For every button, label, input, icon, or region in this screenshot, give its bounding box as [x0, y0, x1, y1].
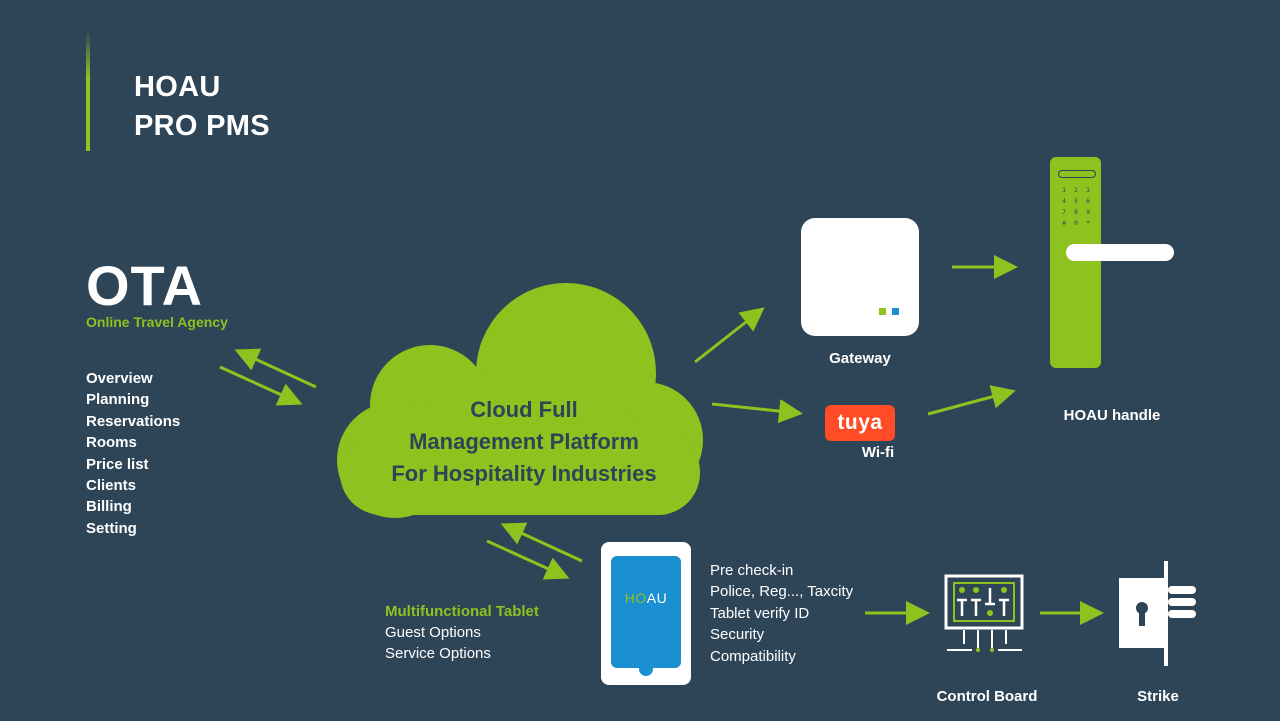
arrow-cloud-to-tuya	[711, 399, 803, 424]
key-star: *	[1086, 220, 1090, 227]
handle-lever	[1066, 244, 1174, 261]
ota-item-overview: Overview	[86, 370, 153, 387]
cloud-shape	[337, 283, 703, 518]
key-6: 6	[1086, 198, 1090, 205]
key-7: 7	[1062, 209, 1066, 216]
arrow-tuya-to-handle	[927, 385, 1016, 416]
ota-item-clients: Clients	[86, 477, 137, 495]
key-2: 2	[1074, 187, 1078, 194]
control-board-label: Control Board	[936, 688, 1038, 705]
arrow-ota-to-cloud	[219, 365, 303, 406]
tablet-feature-list: Pre check-in Police, Reg..., Taxcity Tab…	[710, 560, 853, 667]
key-4: 4	[1062, 198, 1066, 205]
tablet-logo-au: AU	[646, 590, 668, 606]
control-board-icon	[944, 574, 1024, 652]
ota-item-setting: Setting	[86, 519, 137, 537]
gateway-device	[801, 218, 919, 336]
tablet-home-button	[639, 668, 653, 676]
title-line-2: PRO PMS	[134, 110, 270, 142]
key-1: 1	[1062, 187, 1066, 194]
gateway-label: Gateway	[829, 350, 891, 367]
ota-item-reservations: Reservations	[86, 412, 181, 430]
strike-icon	[1119, 561, 1196, 666]
feature-pre-check-in: Pre check-in	[710, 562, 794, 579]
tablet-option-guest: Guest Options	[385, 624, 481, 641]
feature-verify-id: Tablet verify ID	[710, 604, 810, 622]
key-8: 8	[1074, 209, 1078, 216]
ota-subtitle: Online Travel Agency	[86, 314, 228, 330]
tablet-option-service: Service Options	[385, 645, 491, 662]
gateway-led-blue	[892, 308, 899, 315]
tablet-logo: HOAU	[611, 590, 681, 606]
key-5: 5	[1074, 198, 1078, 205]
tablet-title: Multifunctional Tablet	[385, 603, 539, 620]
cloud-line-1: Cloud Full	[470, 397, 578, 422]
cloud-line-2: Management Platform	[409, 429, 639, 454]
ota-item-planning: Planning	[86, 391, 150, 409]
gateway-led-green	[879, 308, 886, 315]
key-0: 0	[1074, 220, 1078, 227]
arrow-cloud-to-ota	[234, 348, 317, 389]
key-3: 3	[1086, 187, 1090, 194]
ota-item-billing: Billing	[86, 498, 132, 516]
key-9: 9	[1086, 209, 1090, 216]
feature-security: Security	[710, 626, 765, 644]
feature-compatibility: Compatibility	[710, 647, 796, 665]
ota-item-rooms: Rooms	[86, 434, 137, 452]
cloud-line-3: For Hospitality Industries	[391, 461, 657, 486]
tuya-logo: tuya	[825, 405, 895, 441]
handle-keypad: 1 2 3 4 5 6 7 8 9 #0 *	[1058, 185, 1098, 229]
handle-display	[1058, 170, 1096, 178]
arrow-tablet-to-cloud	[500, 522, 583, 563]
cloud-platform-label: Cloud Full Management Platform For Hospi…	[356, 394, 692, 490]
ota-feature-list: Overview Planning Reservations Rooms Pri…	[86, 368, 180, 539]
hoau-handle-label: HOAU handle	[1063, 407, 1161, 424]
arrow-cloud-to-gateway	[694, 307, 765, 364]
strike-label: Strike	[1137, 688, 1179, 705]
ota-item-price-list: Price list	[86, 455, 149, 473]
feature-police-reg: Police, Reg..., Taxcity	[710, 583, 854, 601]
key-hash: #	[1062, 220, 1066, 227]
hoau-handle-plate	[1050, 157, 1101, 368]
ota-heading: OTA	[86, 254, 204, 317]
title-accent-bar	[86, 30, 90, 151]
title-line-1: HOAU	[134, 71, 221, 103]
tablet-logo-ho: HO	[624, 590, 647, 606]
tablet-screen	[611, 556, 681, 668]
wifi-label: Wi-fi	[861, 444, 895, 461]
arrow-cloud-to-tablet	[486, 539, 570, 580]
